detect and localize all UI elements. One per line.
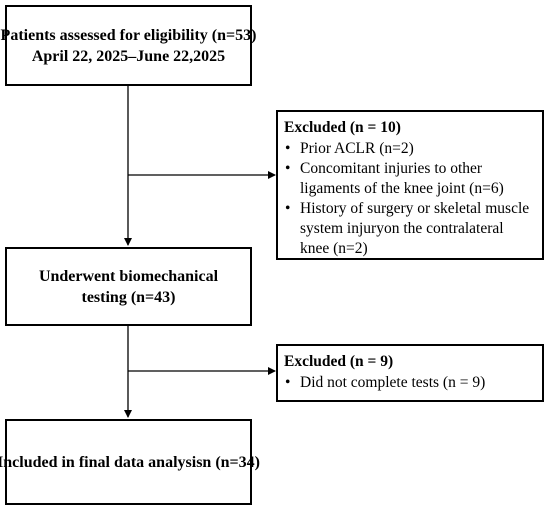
tested-label-line2: testing (n=43) — [81, 288, 176, 306]
tested-box: Underwent biomechanical testing (n=43) — [5, 247, 252, 326]
assessed-box: Patients assessed for eligibility (n=53)… — [1, 5, 256, 86]
excluded-1-title: Excluded (n = 10) — [284, 119, 401, 136]
included-label: Included in final data analysisn (n=34) — [0, 453, 260, 471]
excluded-1-item: History of surgery or skeletal muscle sy… — [284, 199, 536, 259]
assessed-count-label: Patients assessed for eligibility (n=53) — [0, 26, 257, 44]
included-box: Included in final data analysisn (n=34) — [0, 419, 260, 505]
excluded-1-item: Prior ACLR (n=2) — [284, 139, 536, 159]
excluded-2-item: Did not complete tests (n = 9) — [284, 373, 536, 393]
excluded-1-item: Concomitant injuries to other ligaments … — [284, 159, 536, 199]
assessed-date-range: April 22, 2025–June 22,2025 — [31, 47, 226, 65]
excluded-2-title: Excluded (n = 9) — [284, 353, 394, 370]
excluded-box-2: Excluded (n = 9) Did not complete tests … — [276, 344, 544, 402]
excluded-1-list: Prior ACLR (n=2) Concomitant injuries to… — [284, 139, 536, 259]
excluded-box-1: Excluded (n = 10) Prior ACLR (n=2) Conco… — [276, 110, 544, 260]
excluded-2-list: Did not complete tests (n = 9) — [284, 373, 536, 393]
tested-label-line1: Underwent biomechanical — [38, 267, 219, 285]
